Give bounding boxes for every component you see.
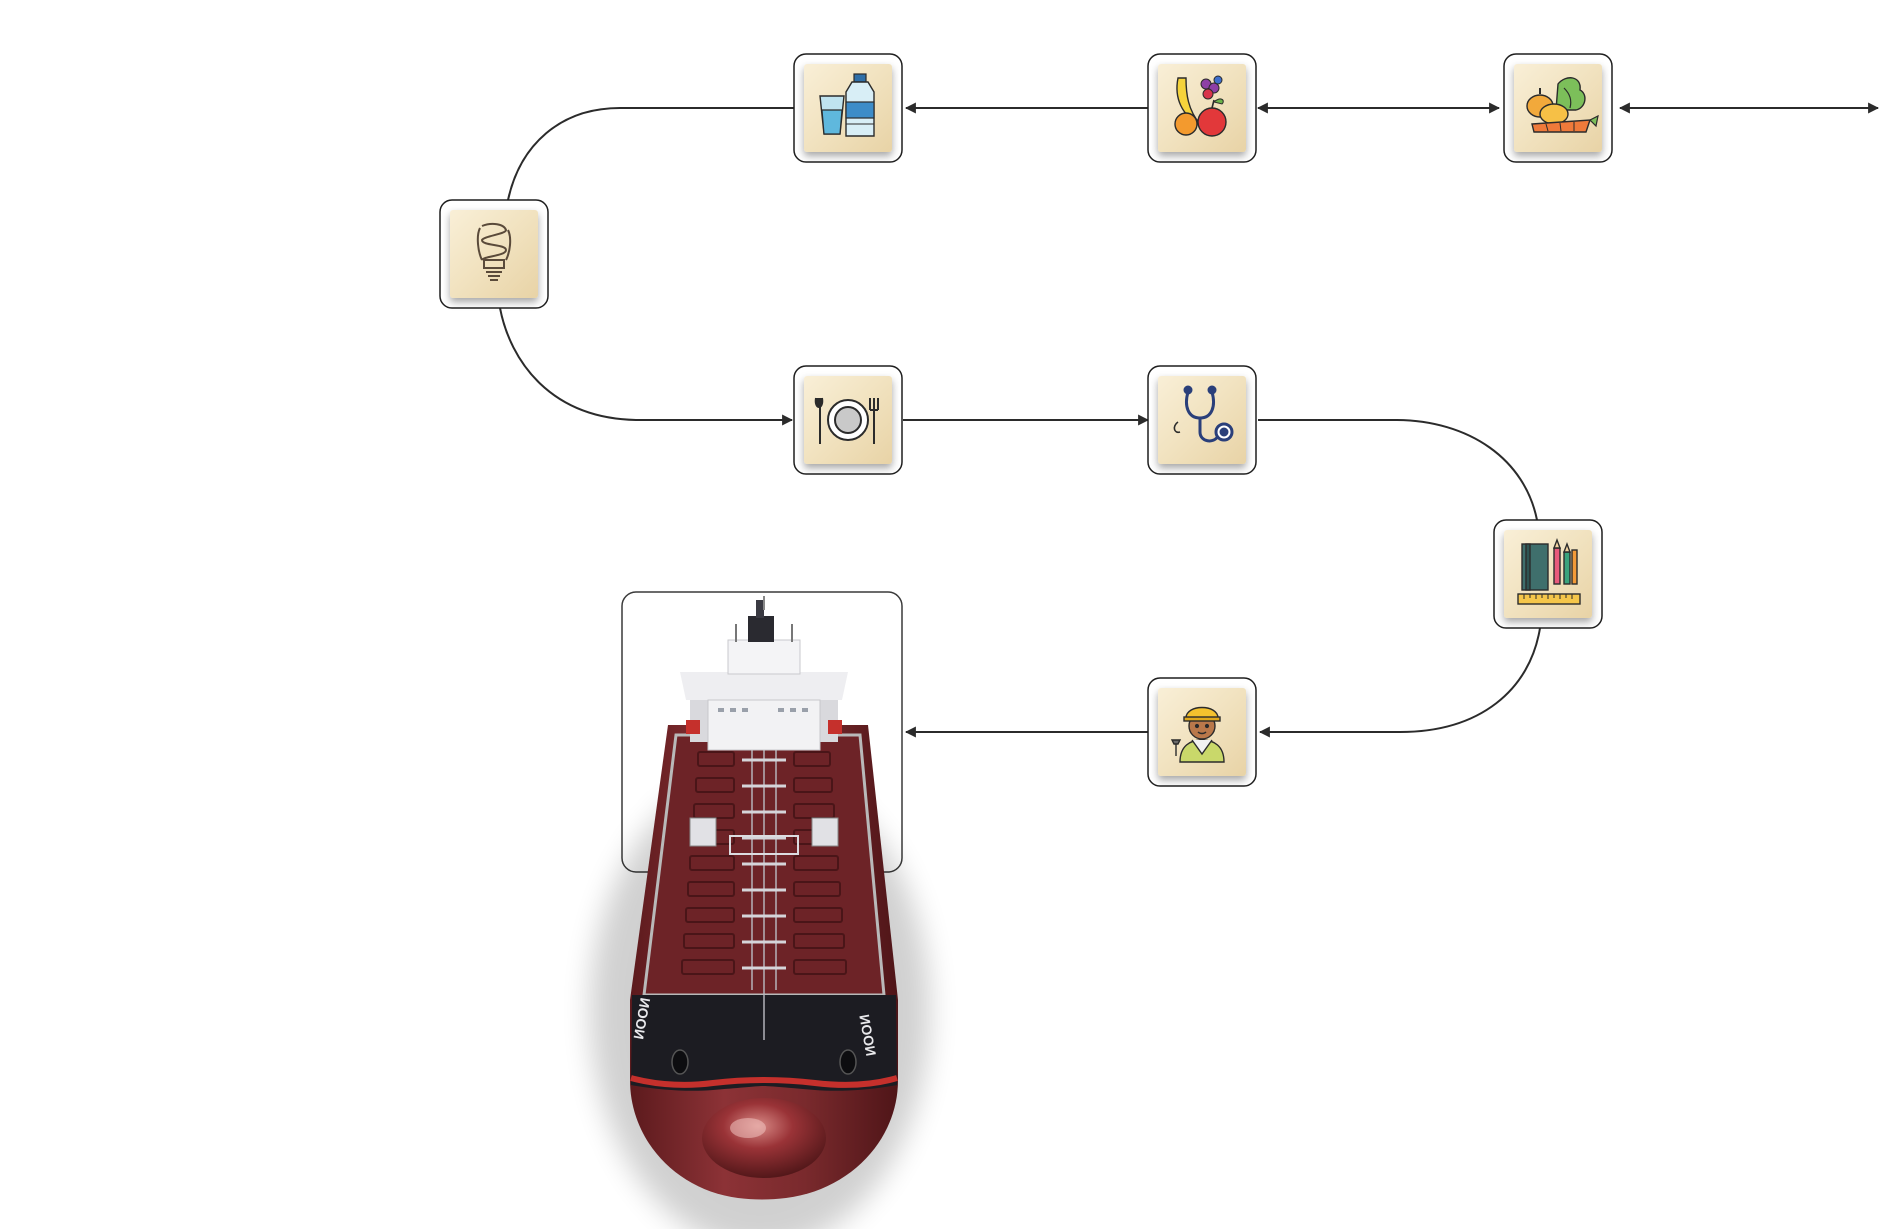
tile-water[interactable] bbox=[793, 53, 903, 163]
deck-hatch-left bbox=[689, 855, 735, 871]
fruits-icon bbox=[1174, 75, 1227, 137]
deck-hatch-right bbox=[793, 933, 845, 949]
deck-hatch-left bbox=[687, 881, 735, 897]
connector-lightbulb-meal bbox=[499, 307, 794, 426]
tile-lightbulb[interactable] bbox=[439, 199, 549, 309]
deck-hatch-left bbox=[683, 933, 735, 949]
ship-bulb bbox=[702, 1098, 826, 1178]
stethoscope-icon bbox=[1173, 385, 1234, 443]
deck-hatch-left bbox=[685, 907, 735, 923]
deck-hatch-right bbox=[793, 881, 841, 897]
vegetables-icon bbox=[1526, 77, 1599, 133]
worker-icon bbox=[1170, 706, 1225, 763]
deck-hatch-left bbox=[695, 777, 735, 793]
deck-hatch-right bbox=[793, 777, 833, 793]
tanker-ship: ИООИ ИООИ bbox=[590, 596, 930, 1229]
water-bottle-icon bbox=[819, 73, 875, 137]
tile-worker[interactable] bbox=[1147, 677, 1257, 787]
tile-vegetables[interactable] bbox=[1503, 53, 1613, 163]
connector-water-lightbulb bbox=[507, 107, 794, 201]
flow-connectors bbox=[499, 102, 1880, 738]
deck-hatch-right bbox=[793, 907, 843, 923]
ship-name-left: ИООИ bbox=[630, 996, 653, 1040]
tile-stationery[interactable] bbox=[1493, 519, 1603, 629]
deck-hatch-left bbox=[697, 751, 735, 767]
connector-stationery-worker bbox=[1258, 627, 1541, 738]
ship-name-right: ИООИ bbox=[856, 1013, 879, 1057]
ship-stripe bbox=[631, 995, 897, 1091]
tile-meal[interactable] bbox=[793, 365, 903, 475]
deck-hatch-right bbox=[793, 959, 847, 975]
plate-fork-knife-icon bbox=[814, 397, 879, 444]
ship-superstructure bbox=[680, 596, 848, 751]
tile-fruits[interactable] bbox=[1147, 53, 1257, 163]
lightbulb-icon bbox=[476, 222, 512, 281]
deck-hatch-right bbox=[793, 855, 839, 871]
deck-hatch-left bbox=[681, 959, 735, 975]
deck-hatch-right bbox=[793, 751, 831, 767]
tile-medical[interactable] bbox=[1147, 365, 1257, 475]
connector-medical-stationery bbox=[1258, 419, 1538, 521]
stationery-icon bbox=[1517, 538, 1581, 605]
